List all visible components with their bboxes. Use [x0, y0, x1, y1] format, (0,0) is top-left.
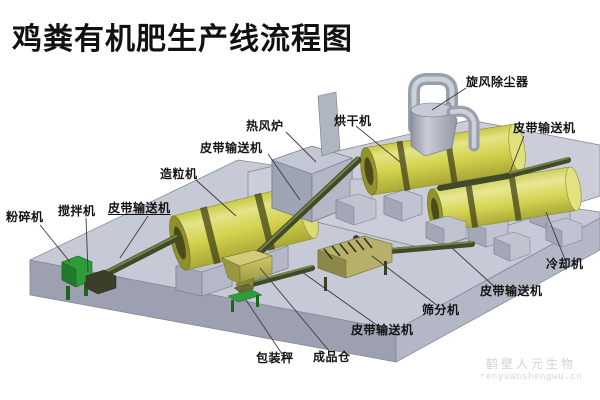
label-mixer: 搅拌机	[58, 204, 96, 218]
watermark-domain: renyuanshengwu.cn	[479, 371, 583, 382]
screening-machine	[317, 235, 393, 291]
label-belt-conveyor-5: 皮带输送机	[351, 323, 414, 337]
cyclone-collector	[408, 73, 480, 157]
label-screening-machine: 筛分机	[422, 303, 460, 317]
label-product-silo: 成品仓	[313, 350, 351, 364]
label-hot-air-furnace: 热风炉	[246, 119, 284, 133]
watermark-company: 鹤壁人元生物	[485, 357, 576, 371]
page-title: 鸡粪有机肥生产线流程图	[12, 22, 353, 57]
label-belt-conveyor-4: 皮带输送机	[480, 284, 543, 298]
label-dryer: 烘干机	[334, 114, 372, 128]
label-crusher: 粉碎机	[6, 210, 44, 224]
label-belt-conveyor-1: 皮带输送机	[108, 201, 171, 215]
label-belt-conveyor-2: 皮带输送机	[200, 141, 263, 155]
label-cyclone-collector: 旋风除尘器	[466, 75, 529, 89]
label-granulator: 造粒机	[160, 167, 198, 181]
watermark: 鹤壁人元生物 renyuanshengwu.cn	[466, 357, 596, 382]
product-silo-and-packer	[221, 249, 273, 312]
label-belt-conveyor-3: 皮带输送机	[513, 121, 576, 135]
label-cooler: 冷却机	[546, 257, 584, 271]
deck-blocks	[335, 193, 583, 262]
leader-lines	[39, 87, 567, 355]
crusher-and-mixer	[61, 255, 117, 300]
label-packing-scale: 包装秤	[256, 351, 294, 365]
